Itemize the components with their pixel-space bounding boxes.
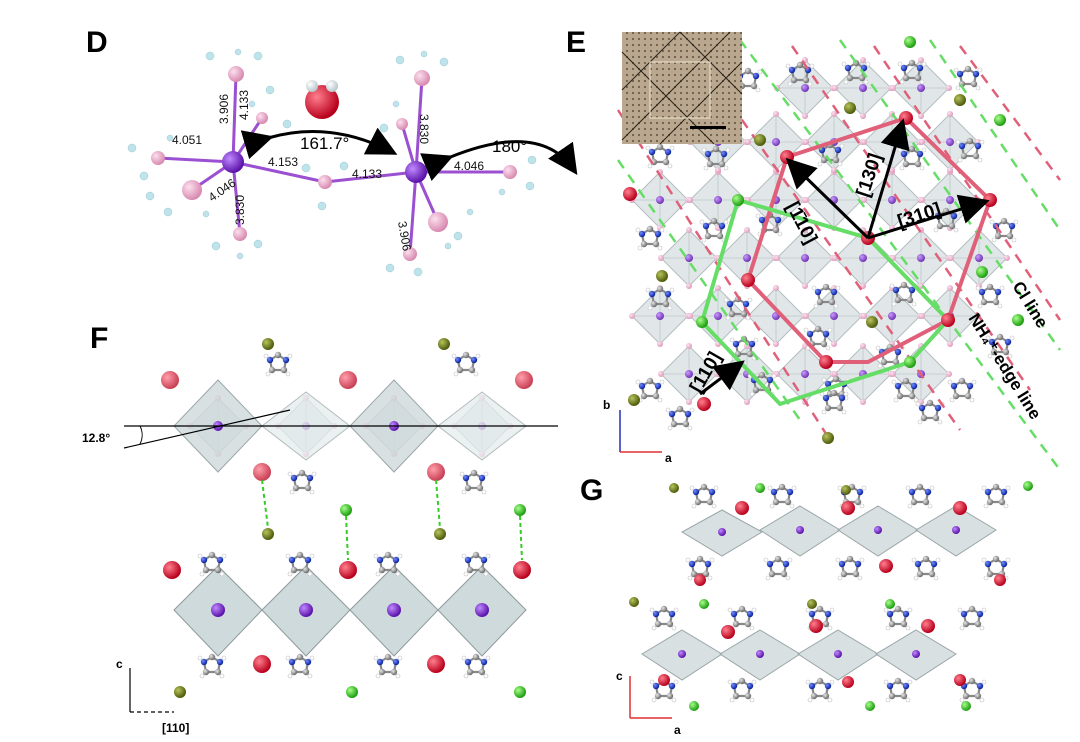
distance-label: 3.830 [233, 195, 247, 225]
distance-label: 4.051 [172, 133, 202, 147]
axes-f: c [110] [116, 657, 189, 735]
panel-f: F 12.8° [82, 322, 558, 735]
nh4-edge-line-label: NH₄⁺-edge line [965, 310, 1045, 423]
panel-d: D [86, 26, 578, 277]
panel-e: E [566, 26, 1062, 471]
cl-dashed-lines [616, 39, 1062, 471]
axis-b-label: b [603, 398, 610, 412]
distance-label: 3.906 [217, 94, 231, 124]
distance-label: 3.906 [395, 220, 414, 252]
distance-label: 4.153 [268, 155, 298, 169]
pink-supercell [745, 115, 993, 364]
axis-a-label: a [674, 723, 681, 737]
distance-label: 4.133 [237, 90, 251, 120]
angle-label-left: 161.7° [300, 134, 349, 153]
axis-c-label: c [116, 657, 123, 671]
lower-perovskite-layer [163, 550, 531, 698]
panel-letter-g: G [580, 474, 603, 507]
panel-letter-d: D [86, 26, 108, 59]
angle-label-right: 180° [492, 137, 527, 156]
scale-bar [690, 126, 726, 129]
angle-arrow-right [420, 140, 578, 182]
panel-letter-f: F [90, 322, 108, 355]
lead-atom-left [222, 151, 244, 173]
axis-110-label: [110] [162, 721, 189, 735]
panel-letter-e: E [566, 26, 586, 59]
water-molecule [305, 80, 339, 119]
distance-label: 4.133 [352, 167, 382, 181]
distance-label: 3.830 [417, 114, 431, 144]
angle-arrow-left [240, 127, 398, 160]
tilted-line [123, 409, 291, 449]
distance-label: 4.046 [454, 159, 484, 173]
tilt-angle-label: 12.8° [82, 431, 110, 445]
lead-atom-right [405, 161, 427, 183]
axes-e: b a [603, 398, 672, 465]
panel-g: G [580, 474, 1033, 737]
layered-structure-g [629, 481, 1033, 711]
axes-g: c a [616, 669, 681, 737]
tem-inset-image [621, 31, 743, 145]
axis-a-label: a [665, 451, 672, 465]
axis-c-label: c [616, 669, 623, 683]
